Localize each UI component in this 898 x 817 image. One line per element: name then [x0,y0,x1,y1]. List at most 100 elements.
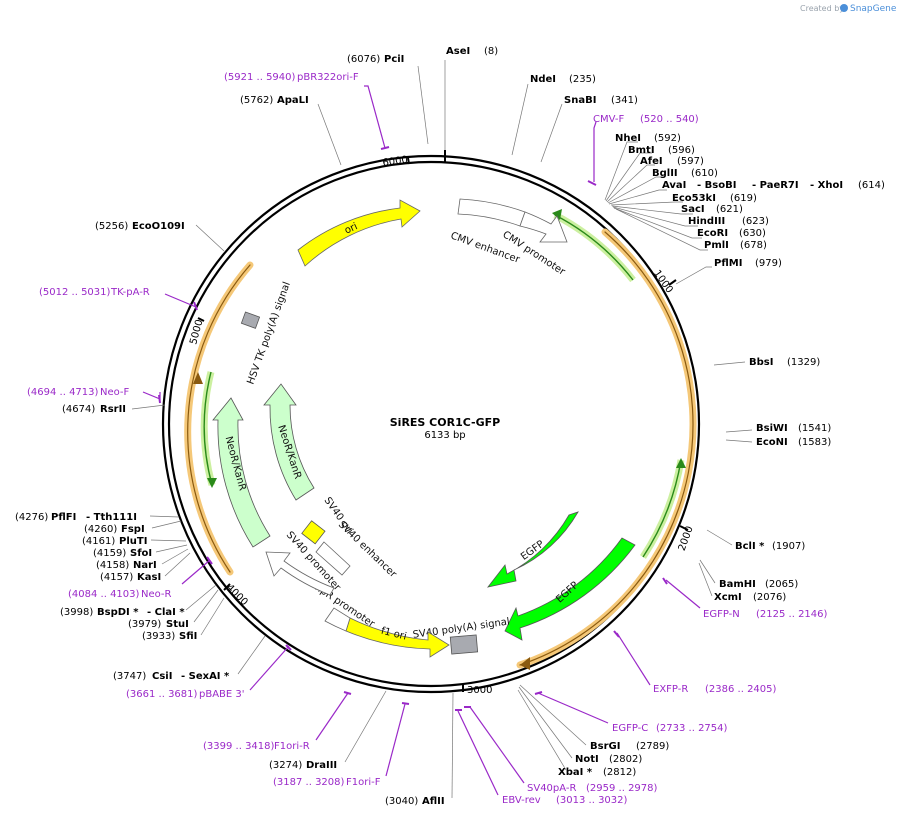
cmv-promoter-feature[interactable] [519,211,568,243]
site-rsrii[interactable]: RsrII [100,404,126,415]
site-bsiwi[interactable]: BsiWI [756,423,788,434]
site-aflii[interactable]: AflII [422,796,445,807]
site-snabi[interactable]: SnaBI [564,95,596,106]
primer-sv40pa-r[interactable]: SV40pA-R [527,783,576,794]
site-pcii[interactable]: PciI [384,54,404,65]
primer-f1ori-f[interactable]: F1ori-F [346,777,381,788]
tick-2000: 2000 [677,525,696,553]
site-bamhi[interactable]: BamHI [719,579,756,590]
primer-ebv-rev[interactable]: EBV-rev [502,795,541,806]
site-hindiii[interactable]: HindIII [688,216,725,227]
sv40-promoter-feature[interactable] [265,551,335,596]
site-nari[interactable]: NarI [133,560,157,571]
site-tth111i[interactable]: - Tth111I [86,512,137,523]
ori-feature[interactable] [297,199,421,267]
svg-text:(3274): (3274) [269,760,302,771]
snapgene-logo-icon [840,4,848,12]
primer-egfp-n[interactable]: EGFP-N [703,609,740,620]
site-sfoi[interactable]: SfoI [130,548,152,559]
svg-text:(592): (592) [654,133,681,144]
site-pmli[interactable]: PmlI [704,240,729,251]
svg-text:(678): (678) [740,240,767,251]
site-bmti[interactable]: BmtI [628,145,655,156]
backbone-outer [161,154,701,694]
site-xcmi[interactable]: XcmI [714,592,742,603]
site-xbai[interactable]: XbaI * [558,767,593,778]
svg-text:(2125 .. 2146): (2125 .. 2146) [756,609,828,620]
svg-text:(4159): (4159) [93,548,126,559]
site-sexai[interactable]: - SexAI * [181,671,230,682]
site-avai[interactable]: AvaI [662,180,686,191]
site-eco0109i[interactable]: EcoO109I [132,221,185,232]
neor-inner-feature[interactable] [263,383,315,501]
primer-neo-f[interactable]: Neo-F [100,387,130,398]
f1-ori-feature[interactable] [345,617,450,658]
primer-neo-r[interactable]: Neo-R [141,589,172,600]
primer-pbr322ori-f[interactable]: pBR322ori-F [297,72,359,83]
site-draiii[interactable]: DraIII [306,760,337,771]
site-bspdi[interactable]: BspDI * [97,607,139,618]
svg-text:(5012 .. 5031): (5012 .. 5031) [39,287,111,298]
sv40-enhancer-feature[interactable] [315,541,351,576]
svg-text:(2065): (2065) [765,579,798,590]
site-bglii[interactable]: BglII [652,168,678,179]
site-bsrgi[interactable]: BsrGI [590,741,620,752]
svg-text:(4161): (4161) [82,536,115,547]
site-sfii[interactable]: SfiI [179,631,197,642]
site-pluti[interactable]: PluTI [119,536,147,547]
site-bsobi[interactable]: - BsoBI [697,180,736,191]
green-arrow-3 [207,478,217,488]
site-noti[interactable]: NotI [575,754,599,765]
primer-tk-pa-r[interactable]: TK-pA-R [110,287,150,298]
site-paer7i[interactable]: - PaeR7I [752,180,799,191]
svg-text:(4260): (4260) [84,524,117,535]
site-afei[interactable]: AfeI [640,156,663,167]
svg-text:(2386 .. 2405): (2386 .. 2405) [705,684,777,695]
site-pflmi[interactable]: PflMI [714,258,742,269]
svg-text:(4694 .. 4713): (4694 .. 4713) [27,387,99,398]
svg-text:(3747): (3747) [113,671,146,682]
site-asei[interactable]: AseI [446,46,470,57]
sv40-ori-feature[interactable] [301,520,326,545]
primer-pbabe-3[interactable]: pBABE 3' [199,689,245,700]
svg-text:(621): (621) [716,204,743,215]
site-ndei[interactable]: NdeI [530,74,556,85]
svg-text:(3187 .. 3208): (3187 .. 3208) [273,777,345,788]
svg-text:(2802): (2802) [609,754,642,765]
site-nhei[interactable]: NheI [615,133,641,144]
neor-outer-feature[interactable] [212,397,271,548]
egfp-outer-feature[interactable] [504,537,636,641]
ampr-promoter-feature[interactable] [324,607,351,632]
green-bands [200,211,685,559]
primer-egfp-c[interactable]: EGFP-C [612,723,648,734]
primer-cmv-f[interactable]: CMV-F [593,114,624,125]
orange-arrow-left [193,372,203,384]
primer-f1ori-r[interactable]: F1ori-R [274,741,310,752]
svg-text:(979): (979) [755,258,782,269]
site-apali[interactable]: ApaLI [277,95,309,106]
cmv-enhancer-feature[interactable] [457,198,526,227]
site-bcli[interactable]: BclI * [735,541,765,552]
plasmid-size: 6133 bp [424,430,465,441]
svg-text:(596): (596) [668,145,695,156]
site-econi[interactable]: EcoNI [756,437,788,448]
site-eco53ki[interactable]: Eco53kI [672,193,716,204]
egfp-inner-feature[interactable] [487,511,579,588]
site-clai[interactable]: - ClaI * [147,607,185,618]
site-csii[interactable]: CsiI [152,671,172,682]
site-xhoi[interactable]: - XhoI [810,180,843,191]
svg-text:(5256): (5256) [95,221,128,232]
site-pflfi[interactable]: PflFI [51,512,76,523]
site-ecori[interactable]: EcoRI [697,228,728,239]
site-stui[interactable]: StuI [166,619,189,630]
site-saci[interactable]: SacI [681,204,705,215]
svg-text:(235): (235) [569,74,596,85]
tick-4000: 4000 [224,582,250,608]
sv40-polya-feature[interactable] [449,634,479,655]
site-kasi[interactable]: KasI [137,572,161,583]
primer-exfp-r[interactable]: EXFP-R [653,684,688,695]
hsv-tk-polya-feature[interactable] [240,311,261,329]
site-bbsi[interactable]: BbsI [749,357,773,368]
snapgene-brand[interactable]: SnapGene [850,4,897,14]
site-fspi[interactable]: FspI [121,524,145,535]
